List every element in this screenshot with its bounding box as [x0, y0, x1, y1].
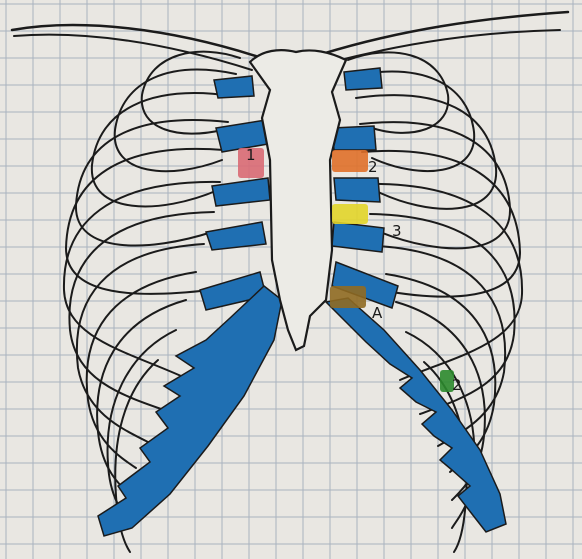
- right-clavicle: [322, 12, 568, 54]
- cartilage-right-1: [344, 68, 382, 90]
- rib-line: [348, 52, 448, 132]
- marker-right-3: [332, 204, 368, 224]
- cartilage-right-3: [334, 178, 380, 202]
- cartilage-left-2: [216, 120, 268, 152]
- label-right-2: 2: [368, 158, 378, 176]
- marker-right-4: [330, 286, 366, 308]
- cartilage-left-1: [214, 76, 254, 98]
- cartilage-right-4: [332, 222, 384, 252]
- cartilage-left-4: [206, 222, 266, 250]
- label-left-1: 1: [246, 146, 256, 164]
- right-clavicle-lower: [332, 30, 560, 62]
- label-right-4: A: [372, 304, 383, 322]
- label-right-5: 2: [452, 376, 462, 394]
- marker-right-2: [332, 150, 368, 172]
- label-right-3: 3: [392, 222, 402, 240]
- cartilage-right-costal-margin: [326, 298, 506, 532]
